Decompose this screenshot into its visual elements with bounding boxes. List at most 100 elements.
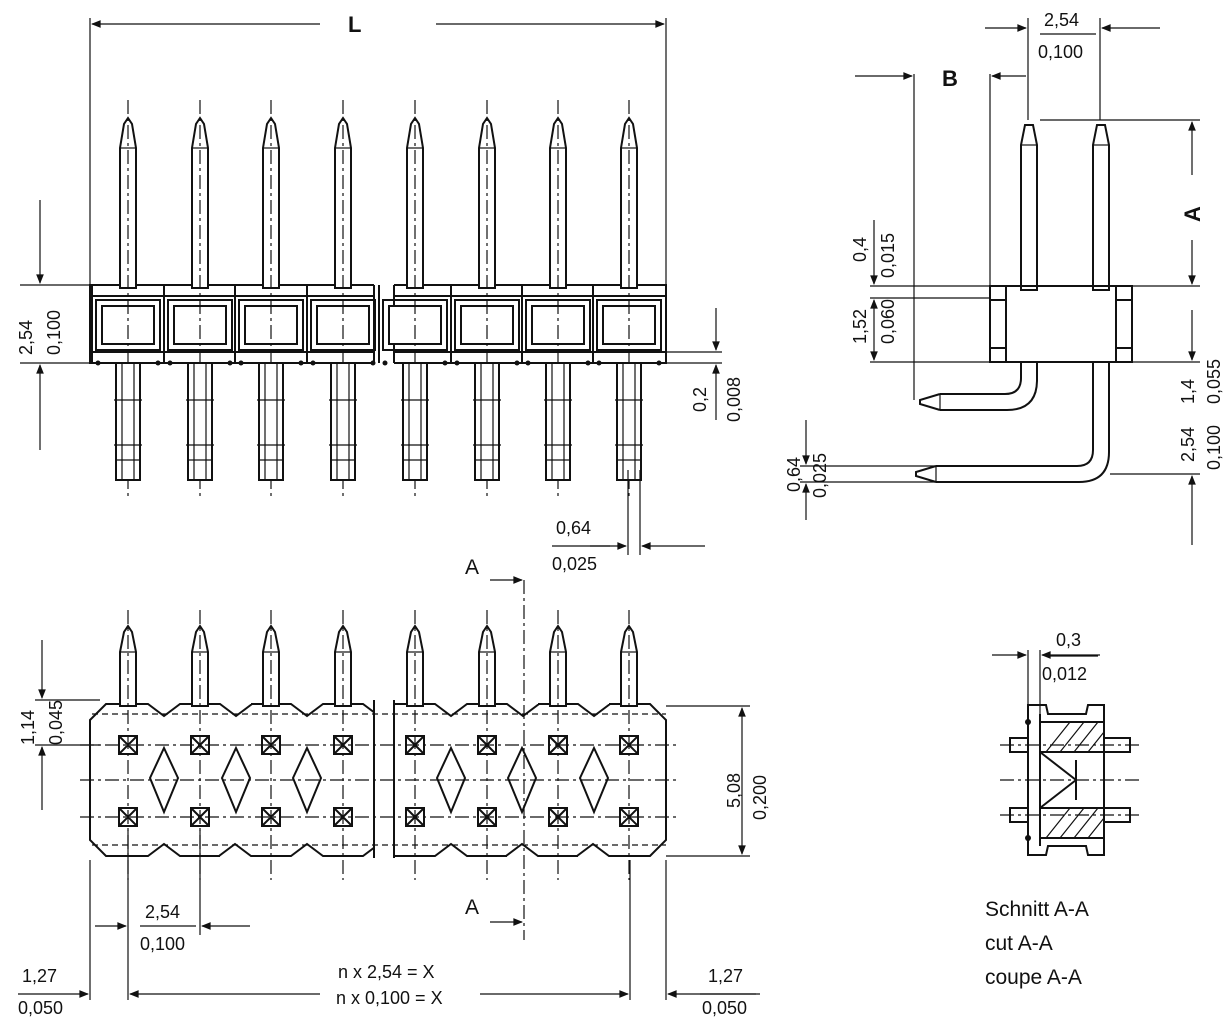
s03-mm: 0,3 [1056, 630, 1081, 650]
contact-cross [548, 807, 568, 827]
pin-bottom [330, 362, 356, 481]
gap-mm: 0,2 [690, 387, 710, 412]
t152-mm: 1,52 [850, 309, 870, 344]
section-a-a: 0,3 0,012 Schnitt A-A cut A-A coupe A-A [985, 630, 1140, 989]
height-in: 0,100 [44, 310, 64, 355]
section-caption-en: cut A-A [985, 932, 1053, 955]
pin-bottom [402, 362, 428, 481]
contact-square [405, 807, 425, 827]
side-view: 2,54 0,100 B A [784, 10, 1224, 545]
bot-mm: 1,14 [18, 710, 38, 745]
b-label: B [942, 66, 958, 91]
contact-cross [405, 807, 425, 827]
pin-bottom [616, 362, 642, 481]
contact-square [333, 807, 353, 827]
contact-square [619, 807, 639, 827]
length-label: L [348, 12, 361, 37]
w-in: 0,200 [750, 775, 770, 820]
dot [596, 360, 602, 366]
t04-mm: 0,4 [850, 237, 870, 262]
dot [167, 360, 173, 366]
height-mm: 2,54 [16, 320, 36, 355]
contact-cross [190, 807, 210, 827]
contact-square [261, 807, 281, 827]
contact-square [619, 735, 639, 755]
section-top-label: A [465, 556, 479, 579]
contact-square [118, 807, 138, 827]
gap-in: 0,008 [724, 377, 744, 422]
t04-in: 0,015 [878, 233, 898, 278]
t152-in: 0,060 [878, 299, 898, 344]
dot [155, 360, 161, 366]
contact-square [548, 735, 568, 755]
dot [382, 360, 388, 366]
contact-cross [190, 735, 210, 755]
diamond [435, 745, 467, 815]
front-view: L 2,54 0,100 0,2 0,008 0,64 [16, 12, 744, 574]
pin-width-in: 0,025 [552, 554, 597, 574]
w-mm: 5,08 [724, 773, 744, 808]
e-mm: 1,27 [22, 966, 57, 986]
contact-square [405, 735, 425, 755]
e2-mm: 1,27 [708, 966, 743, 986]
pin-width-mm: 0,64 [556, 518, 591, 538]
pin-bottom [258, 362, 284, 481]
contact-square [190, 735, 210, 755]
contact-cross [261, 735, 281, 755]
section-caption-fr: coupe A-A [985, 966, 1082, 989]
r254-in: 0,100 [1204, 425, 1224, 470]
diamond [506, 745, 538, 815]
contact-square [548, 807, 568, 827]
section-caption-de: Schnitt A-A [985, 898, 1089, 921]
contact-cross [405, 735, 425, 755]
pin-bottom [115, 362, 141, 481]
nx-mm: n x 2,54 = X [338, 962, 435, 982]
dot [310, 360, 316, 366]
contact-cross [118, 735, 138, 755]
e-in: 0,050 [18, 998, 63, 1018]
contact-cross [333, 807, 353, 827]
pin-bottom [474, 362, 500, 481]
pin-bottom [545, 362, 571, 481]
t14-in: 0,055 [1204, 359, 1224, 404]
section-bottom-label: A [465, 896, 479, 919]
e2-in: 0,050 [702, 998, 747, 1018]
diamond [148, 745, 180, 815]
contact-cross [118, 807, 138, 827]
contact-cross [477, 807, 497, 827]
bp-in: 0,100 [140, 934, 185, 954]
contact-square [333, 735, 353, 755]
contact-square [190, 807, 210, 827]
plan-view: A A 1,14 0,045 5,08 0,200 2,54 0,100 1,2… [18, 556, 770, 1018]
contact-square [118, 735, 138, 755]
bot-in: 0,045 [46, 700, 66, 745]
dot [238, 360, 244, 366]
dot [227, 360, 233, 366]
dot [585, 360, 591, 366]
diamond [578, 745, 610, 815]
contact-square [261, 735, 281, 755]
contact-square [477, 735, 497, 755]
pin-bottom [187, 362, 213, 481]
contact-square [477, 807, 497, 827]
contact-cross [548, 735, 568, 755]
dot [454, 360, 460, 366]
rp-in: 0,025 [810, 453, 830, 498]
side-pitch-in: 0,100 [1038, 42, 1083, 62]
dot [298, 360, 304, 366]
dot [525, 360, 531, 366]
a-label: A [1180, 206, 1205, 222]
contact-cross [619, 807, 639, 827]
dot [442, 360, 448, 366]
diamond [220, 745, 252, 815]
contact-cross [477, 735, 497, 755]
bp-mm: 2,54 [145, 902, 180, 922]
s03-in: 0,012 [1042, 664, 1087, 684]
dot [656, 360, 662, 366]
contact-cross [619, 735, 639, 755]
contact-cross [333, 735, 353, 755]
contact-cross [261, 807, 281, 827]
t14-mm: 1,4 [1178, 379, 1198, 404]
diamond [291, 745, 323, 815]
